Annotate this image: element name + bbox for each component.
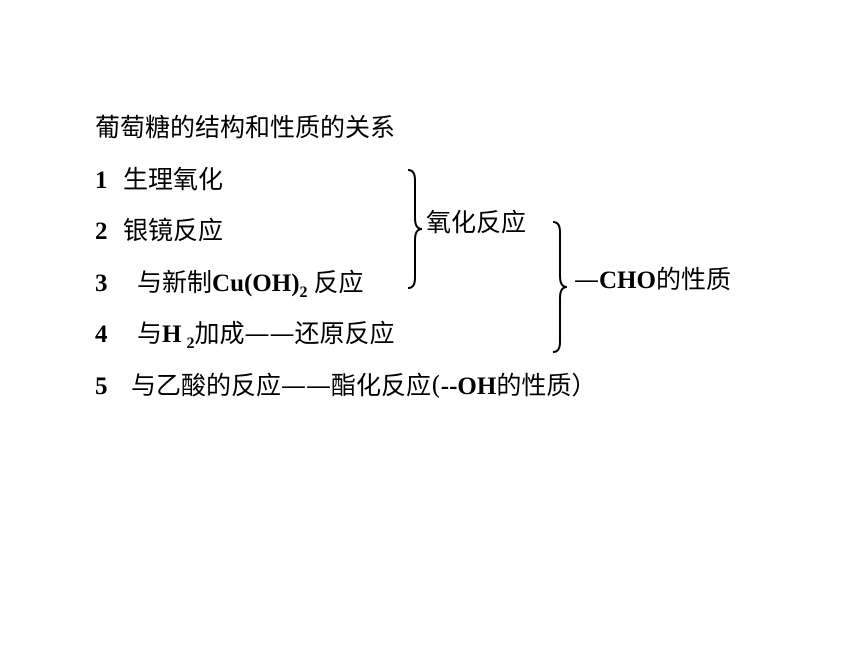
item-text: 银镜反应 <box>123 216 224 245</box>
oxidation-label: 氧化反应 <box>426 208 526 238</box>
formula-cu-oh: Cu(OH) <box>212 270 300 297</box>
item-number: 2 <box>95 218 108 245</box>
formula-cho: CHO <box>599 267 656 294</box>
item-text: 与新制 <box>137 268 213 297</box>
cho-property-label: —CHO的性质 <box>574 265 731 296</box>
cho-property-text: 的性质 <box>655 265 731 294</box>
item-text-suffix: 加成——还原反应 <box>194 319 395 348</box>
right-brace-icon <box>407 169 423 289</box>
item-text: 与乙酸的反应——酯化反应( <box>131 371 441 400</box>
oxidation-label-text: 氧化反应 <box>426 208 527 237</box>
item-text-suffix: 反应 <box>313 268 364 297</box>
formula-subscript: 2 <box>299 284 308 301</box>
item-number: 1 <box>95 167 108 194</box>
page-title: 葡萄糖的结构和性质的关系 <box>95 113 395 143</box>
item-text-suffix: 的性质） <box>496 371 597 400</box>
list-item-2: 2 银镜反应 <box>95 216 223 247</box>
right-brace-icon <box>552 221 568 353</box>
item-number: 5 <box>95 373 108 400</box>
title-text: 葡萄糖的结构和性质的关系 <box>95 113 396 142</box>
formula-oh: --OH <box>440 373 497 400</box>
list-item-3: 3 与新制Cu(OH)2 反应 <box>95 268 364 301</box>
item-text: 生理氧化 <box>123 165 224 194</box>
dash: — <box>574 265 599 294</box>
formula-subscript: 2 <box>186 335 195 352</box>
list-item-1: 1 生理氧化 <box>95 165 223 196</box>
item-text: 与 <box>137 319 163 348</box>
item-number: 4 <box>95 321 108 348</box>
list-item-5: 5 与乙酸的反应——酯化反应(--OH的性质） <box>95 371 596 402</box>
formula-h2: H <box>162 321 182 348</box>
item-number: 3 <box>95 270 108 297</box>
